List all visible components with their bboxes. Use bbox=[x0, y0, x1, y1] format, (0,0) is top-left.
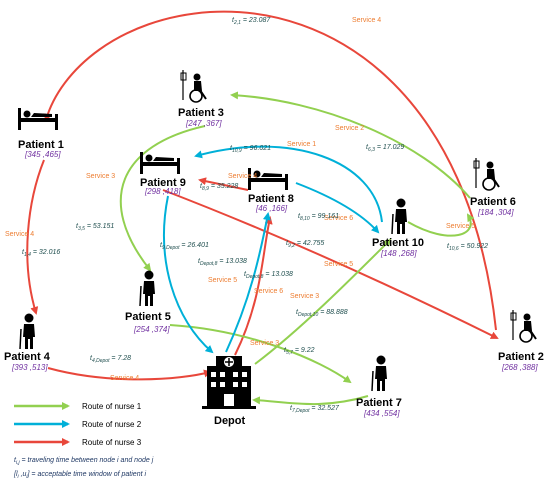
patient-3-wheelchair-icon bbox=[180, 69, 207, 103]
route-9-to-depot bbox=[163, 195, 214, 354]
patient-4-window: [393 ,513] bbox=[11, 363, 48, 372]
patient-2-name: Patient 2 bbox=[498, 351, 544, 363]
travel-time-3-5: t3,5 = 53.151 bbox=[76, 223, 114, 232]
service-label: Service 2 bbox=[335, 125, 364, 132]
patient-5-name: Patient 5 bbox=[125, 311, 171, 323]
patient-1-bed-icon bbox=[18, 108, 58, 130]
service-label: Service 3 bbox=[250, 340, 279, 347]
patient-8-name: Patient 8 bbox=[248, 193, 294, 205]
legend-nurse-1-label: Route of nurse 1 bbox=[82, 402, 142, 411]
route-9-to-2 bbox=[162, 189, 499, 339]
patient-5-window: [254 ,374] bbox=[133, 325, 170, 334]
patient-10-window: [148 ,268] bbox=[380, 249, 417, 258]
patient-3-window: [247 ,367] bbox=[185, 119, 222, 128]
patient-8-window: [46 ,166] bbox=[255, 204, 288, 213]
service-label: Service 5 bbox=[446, 223, 475, 230]
route-2-to-1 bbox=[43, 10, 497, 331]
patient-2-wheelchair-icon bbox=[510, 309, 537, 343]
patient-4-name: Patient 4 bbox=[4, 351, 51, 363]
travel-time-10-9: t10,9 = 96.021 bbox=[230, 145, 271, 154]
route-1-to-4 bbox=[26, 159, 45, 315]
patient-2-window: [268 ,388] bbox=[501, 363, 538, 372]
service-label: Service 1 bbox=[287, 141, 316, 148]
route-6-to-3 bbox=[230, 91, 471, 199]
hospital-building-icon bbox=[202, 356, 256, 409]
patient-4-cane-icon bbox=[19, 312, 36, 350]
service-label: Service 4 bbox=[228, 173, 257, 180]
travel-time-6-3: t6,3 = 17.029 bbox=[366, 144, 404, 153]
patient-5-cane-icon bbox=[139, 269, 156, 307]
travel-time-depot-8: tDepot,8 = 13.038 bbox=[198, 258, 247, 267]
patient-6-window: [184 ,304] bbox=[477, 208, 514, 217]
patient-1-name: Patient 1 bbox=[18, 139, 64, 151]
patient-6-wheelchair-icon bbox=[473, 157, 500, 191]
travel-time-depot-8: tDepot,8 = 13.038 bbox=[244, 271, 293, 280]
route-7-to-depot bbox=[252, 395, 369, 406]
route-4-to-depot bbox=[47, 367, 212, 381]
service-label: Service 6 bbox=[324, 215, 353, 222]
route-5-to-7 bbox=[169, 324, 352, 384]
travel-time-9-2: t9,2 = 42.755 bbox=[286, 240, 324, 249]
service-label: Service 4 bbox=[352, 17, 381, 24]
travel-time-9-depot: t9,Depot = 26.401 bbox=[160, 242, 209, 251]
service-label: Service 4 bbox=[110, 375, 139, 382]
patient-1-window: [345 ,465] bbox=[24, 150, 61, 159]
route-depot-to-8-red bbox=[234, 216, 273, 356]
legend-time-window-note: [li ,ui] = acceptable time window of pat… bbox=[13, 471, 146, 480]
patient-9-window: [298 ,418] bbox=[144, 187, 181, 196]
patient-9-name: Patient 9 bbox=[140, 177, 186, 189]
service-label: Service 5 bbox=[324, 261, 353, 268]
travel-time-7-depot: t7,Depot = 32.527 bbox=[290, 405, 340, 414]
route-depot-to-8-blue bbox=[225, 212, 271, 353]
travel-time-2-1: t2,1 = 23.087 bbox=[232, 17, 271, 26]
patient-10-name: Patient 10 bbox=[372, 237, 424, 249]
route-10-to-9 bbox=[194, 145, 383, 223]
service-label: Service 3 bbox=[86, 173, 115, 180]
travel-time-5-7: t5,7 = 9.22 bbox=[284, 347, 315, 356]
patient-3-name: Patient 3 bbox=[178, 107, 224, 119]
route-8-to-10 bbox=[295, 182, 380, 234]
patient-10-cane-icon bbox=[391, 197, 408, 235]
service-label: Service 6 bbox=[254, 288, 283, 295]
legend-nurse-2-label: Route of nurse 2 bbox=[82, 420, 142, 429]
patient-9-bed-icon bbox=[140, 152, 180, 174]
route-depot-to-10 bbox=[254, 238, 392, 365]
patient-7-cane-icon bbox=[371, 354, 388, 392]
travel-time-10-6: t10,6 = 50.922 bbox=[447, 243, 488, 252]
legend-travel-time-note: ti,j = traveling time between node i and… bbox=[14, 457, 154, 466]
route-8-to-9-red bbox=[198, 177, 249, 191]
travel-time-4-depot: t4,Depot = 7.28 bbox=[90, 355, 131, 364]
route-3-to-5 bbox=[119, 125, 206, 272]
route-10-to-6 bbox=[407, 213, 475, 237]
legend-nurse-3-label: Route of nurse 3 bbox=[82, 438, 142, 447]
patient-6-name: Patient 6 bbox=[470, 196, 516, 208]
depot-label: Depot bbox=[214, 415, 246, 427]
legend: Route of nurse 1 Route of nurse 2 Route … bbox=[13, 402, 154, 480]
travel-time-depot-10: tDepot,10 = 88.888 bbox=[296, 309, 348, 318]
patient-7-window: [434 ,554] bbox=[363, 409, 400, 418]
service-label: Service 5 bbox=[208, 277, 237, 284]
service-label: Service 3 bbox=[290, 293, 319, 300]
patient-7-name: Patient 7 bbox=[356, 397, 402, 409]
travel-time-8-10: t8,10 = 99.161 bbox=[298, 213, 339, 222]
travel-time-8-9: t8,9 = 35.228 bbox=[200, 183, 238, 192]
service-label: Service 4 bbox=[5, 231, 34, 238]
travel-time-1-4: t1,4 = 32.016 bbox=[22, 249, 60, 258]
